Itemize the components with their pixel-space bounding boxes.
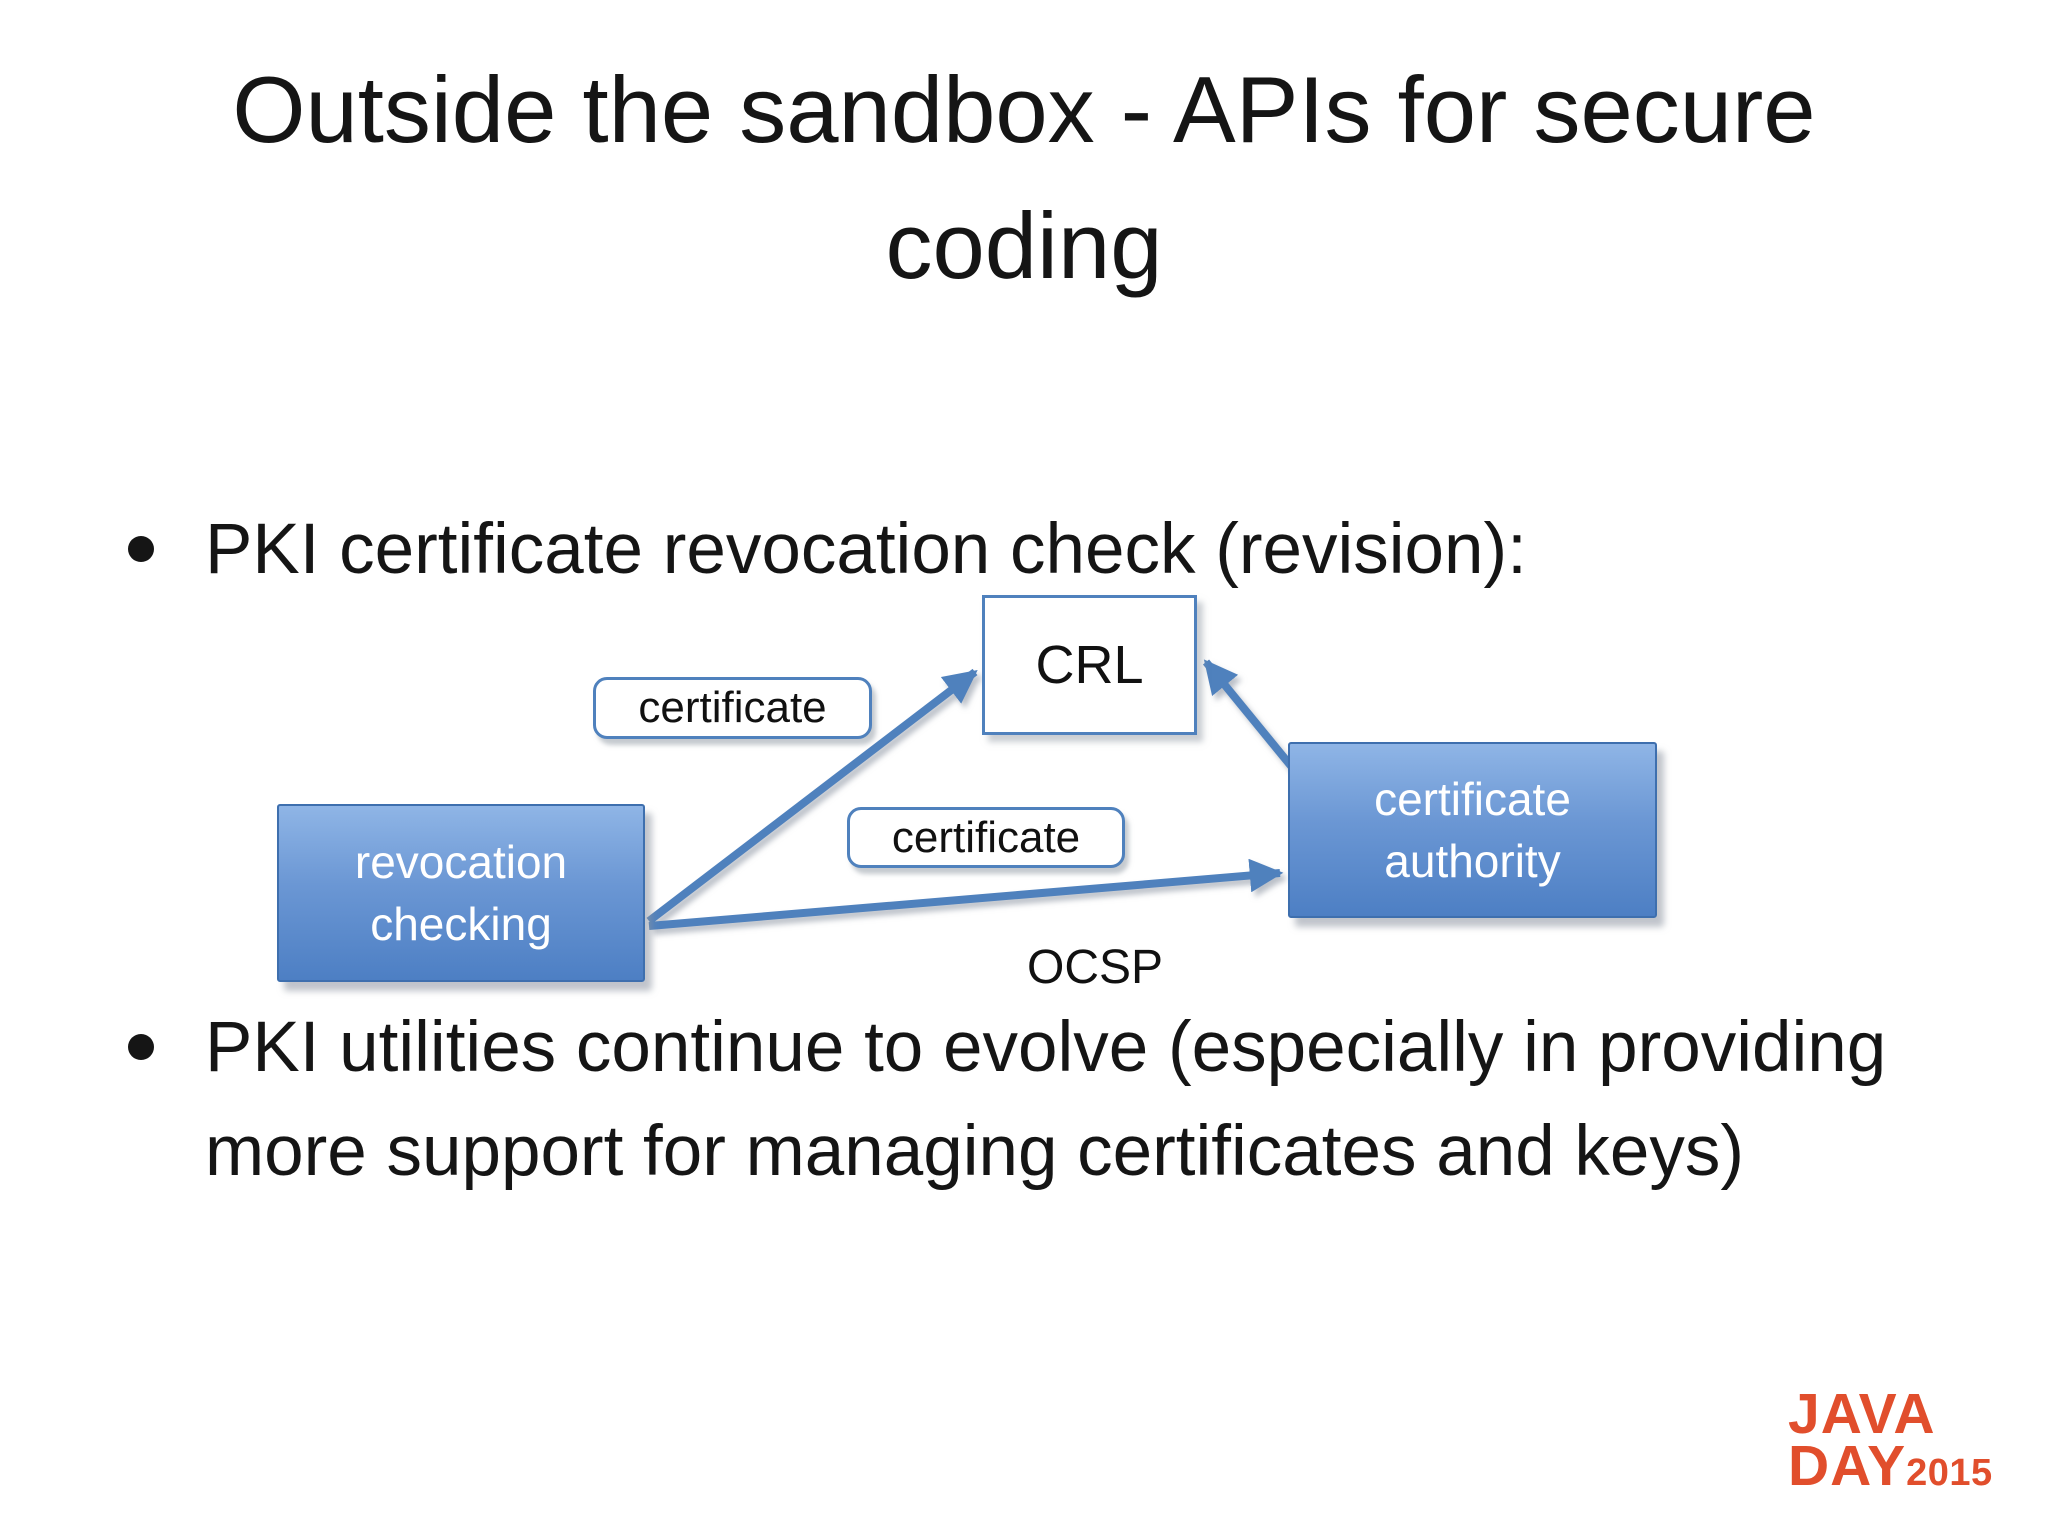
node-label: CRL <box>1035 635 1144 695</box>
bullet-text: PKI certificate revocation check (revisi… <box>205 510 1527 589</box>
bullet-dot <box>128 1034 154 1060</box>
bullet-dot <box>128 536 154 562</box>
logo-line1: JAVA <box>1788 1382 1936 1446</box>
node-label: certificate authority <box>1374 772 1571 887</box>
node-label: revocation checking <box>354 835 568 950</box>
logo-year: 2015 <box>1906 1452 1993 1495</box>
arrow-authority-to-crl <box>1202 659 1295 769</box>
label-ocsp: OCSP <box>1026 941 1164 994</box>
node-certificate-authority: certificate authority <box>1288 742 1657 918</box>
bullet-text: PKI utilities continue to evolve (especi… <box>205 1008 1887 1192</box>
arrow-revocation-to-authority-ocsp <box>648 858 1284 930</box>
tag-label: certificate <box>891 812 1081 862</box>
bullet-item-pki-revocation: PKI certificate revocation check (revisi… <box>128 498 1805 602</box>
node-crl: CRL <box>982 595 1197 735</box>
label-certificate-top: certificate <box>593 677 872 739</box>
label-certificate-middle: certificate <box>847 807 1125 868</box>
node-revocation-checking: revocation checking <box>277 804 645 982</box>
logo-line2: DAY <box>1788 1434 1907 1499</box>
slide-title: Outside the sandbox - APIs for secure co… <box>232 57 1816 299</box>
tag-label: certificate <box>638 683 827 732</box>
bullet-item-pki-utilities: PKI utilities continue to evolve (especi… <box>128 996 1925 1205</box>
